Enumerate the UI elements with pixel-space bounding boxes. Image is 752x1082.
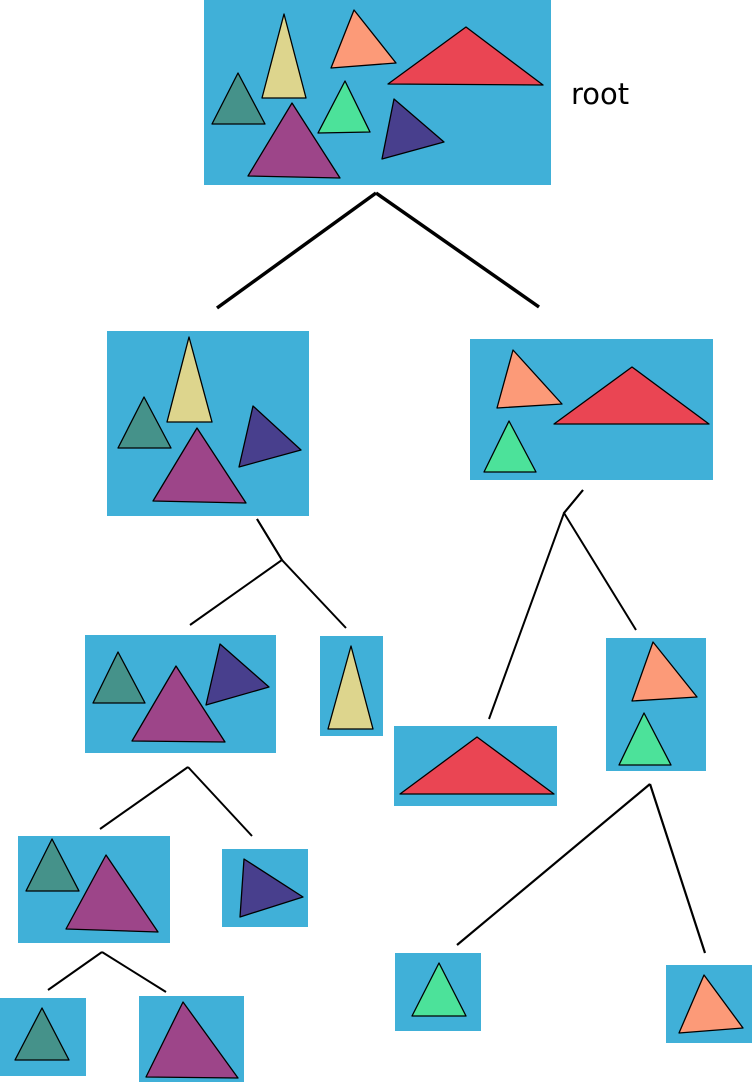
node-left — [107, 331, 309, 516]
edge-lll-to-lllr — [101, 951, 167, 993]
salmon-triangle-icon — [631, 641, 698, 702]
edge-left-left-to-llr — [187, 766, 253, 837]
edge-root-to-right — [374, 191, 541, 309]
indigo-triangle-icon — [381, 98, 445, 160]
node-right-left — [394, 726, 557, 806]
edge-right-to-right-left — [488, 489, 584, 720]
red-triangle-icon — [399, 736, 555, 795]
node-left-right — [320, 636, 383, 736]
node-root — [204, 0, 551, 185]
khaki-triangle-icon — [166, 336, 213, 423]
node-rrl — [395, 953, 481, 1031]
node-right-right — [606, 638, 706, 771]
node-llll — [0, 998, 86, 1076]
magenta-triangle-icon — [152, 427, 247, 504]
teal-triangle-icon — [25, 838, 80, 892]
node-left-left — [85, 635, 276, 753]
edge-left-to-left-left — [189, 518, 284, 626]
teal-triangle-icon — [117, 396, 172, 449]
teal-triangle-icon — [92, 651, 146, 704]
red-triangle-icon — [553, 366, 710, 425]
red-triangle-icon — [387, 26, 544, 86]
khaki-triangle-icon — [261, 13, 307, 99]
indigo-triangle-icon — [239, 858, 304, 918]
magenta-triangle-icon — [145, 1001, 239, 1079]
teal-triangle-icon — [211, 72, 266, 125]
edge-left-to-left-right — [256, 518, 347, 629]
salmon-triangle-icon — [678, 974, 744, 1034]
edge-right-to-right-right — [562, 489, 637, 631]
node-llr — [222, 849, 308, 927]
indigo-triangle-icon — [238, 405, 302, 468]
khaki-triangle-icon — [327, 645, 374, 730]
magenta-triangle-icon — [247, 102, 341, 179]
node-rrr — [666, 965, 752, 1043]
mint-triangle-icon — [317, 80, 371, 134]
indigo-triangle-icon — [205, 643, 270, 706]
mint-triangle-icon — [411, 962, 467, 1017]
mint-triangle-icon — [618, 712, 672, 766]
node-box-root — [204, 0, 551, 185]
teal-triangle-icon — [14, 1007, 70, 1061]
magenta-triangle-icon — [131, 665, 226, 743]
tree-edges — [47, 191, 707, 993]
node-lllr — [139, 996, 244, 1082]
node-right — [470, 339, 713, 480]
edge-root-to-left — [215, 191, 378, 310]
edge-left-left-to-lll — [99, 766, 189, 830]
mint-triangle-icon — [483, 420, 537, 473]
magenta-triangle-icon — [65, 854, 159, 933]
edge-right-right-to-rrl — [456, 783, 651, 946]
salmon-triangle-icon — [330, 9, 397, 69]
edge-right-right-to-rrr — [648, 783, 707, 954]
root-label: root — [571, 77, 629, 111]
edge-lll-to-llll — [47, 951, 103, 991]
node-lll — [18, 836, 170, 943]
salmon-triangle-icon — [496, 349, 563, 409]
